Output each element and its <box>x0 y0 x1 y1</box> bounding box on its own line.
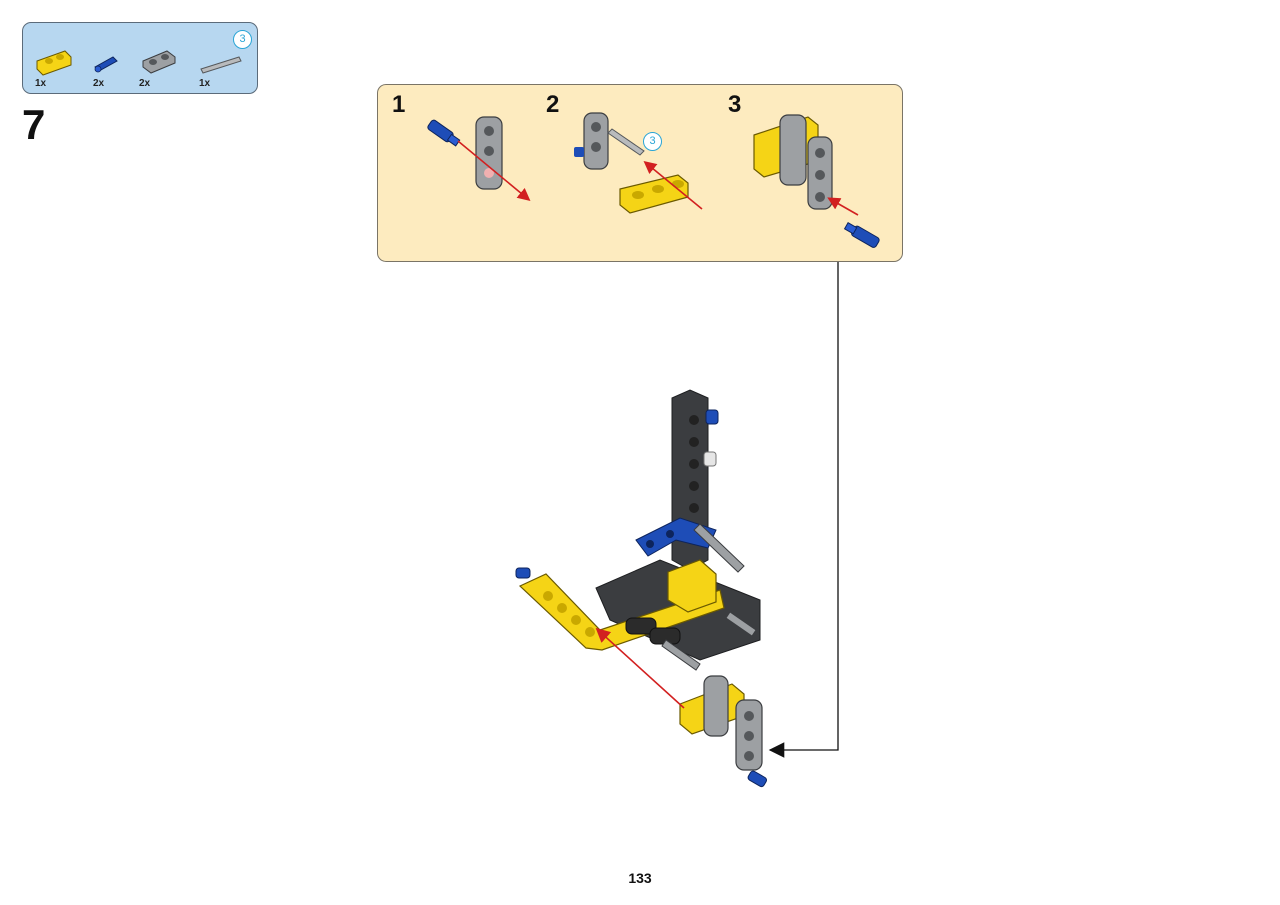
sub-step-1-illustration <box>427 116 531 202</box>
sub-step-2-axle-badge: 3 <box>643 132 662 151</box>
qty-yellow-beam: 1x <box>35 78 47 89</box>
blue-pin-part-icon <box>94 56 118 73</box>
parts-illustrations <box>36 50 242 76</box>
yellow-long-beam <box>515 567 725 651</box>
qty-blue-pin: 2x <box>93 78 105 89</box>
assembly-direction-arrow <box>595 627 685 709</box>
gray-connector-part-icon <box>142 50 176 74</box>
sub-assembly-illustrations <box>427 112 880 248</box>
qty-gray-axle: 1x <box>199 78 211 89</box>
page-number: 133 <box>628 870 652 886</box>
gray-axle-upper <box>693 523 745 573</box>
yellow-bracket <box>667 559 717 613</box>
sub-step-1-number: 1 <box>392 91 406 118</box>
step-number: 7 <box>22 101 46 148</box>
axle-length-badge: 3 <box>233 30 252 49</box>
black-connectors <box>625 611 757 671</box>
sub-step-3-illustration <box>753 114 880 248</box>
sub-step-3-number: 3 <box>728 91 742 118</box>
gray-axle-part-icon <box>200 56 242 74</box>
qty-gray-connector: 2x <box>139 78 151 89</box>
sub-step-2-number: 2 <box>546 91 560 118</box>
sub-step-2-illustration <box>574 112 703 214</box>
sub-assembly-connector-line <box>768 262 839 758</box>
sub-assembly-panel: 1 2 3 <box>377 84 903 262</box>
yellow-beam-part-icon <box>36 50 72 76</box>
attaching-sub-assembly <box>679 675 767 788</box>
parts-list-box: 3 1x 2x 2x 1x <box>22 22 258 94</box>
